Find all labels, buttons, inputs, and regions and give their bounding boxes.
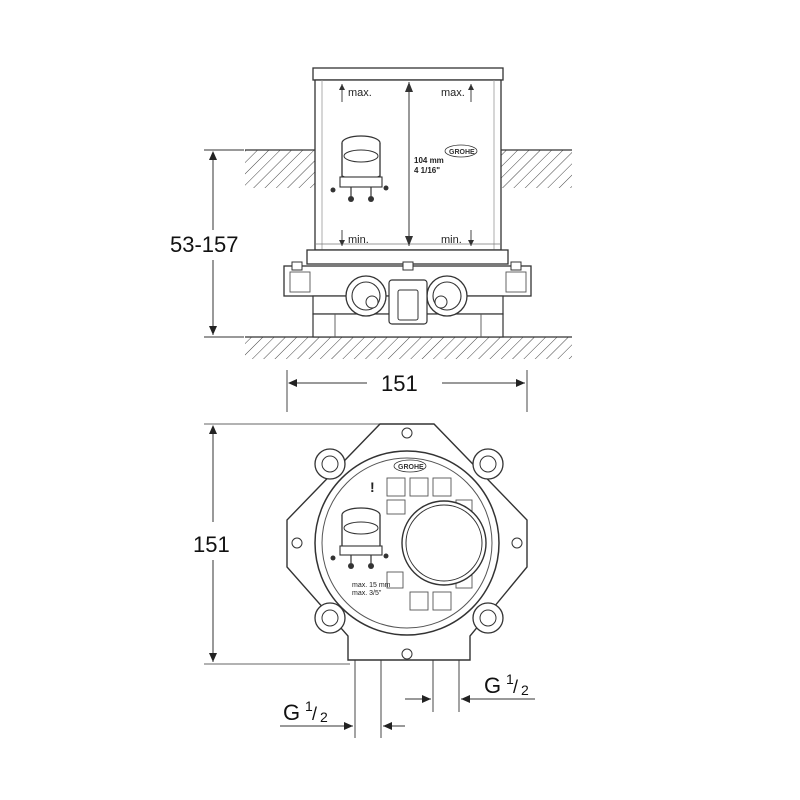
- top-view: 151 151: [193, 370, 528, 665]
- note-line-2: max. 3/5": [352, 590, 382, 597]
- installation-note: max. 15 mm max. 3/5": [352, 582, 391, 597]
- min-label-left: min.: [348, 234, 369, 246]
- grohe-logo-top: GROHE: [393, 459, 427, 473]
- port-dimensions: G 1 / 2 G 1 / 2: [280, 660, 535, 738]
- svg-text:2: 2: [521, 682, 529, 698]
- svg-text:GROHE: GROHE: [398, 464, 424, 471]
- svg-text:G: G: [484, 673, 501, 698]
- valve-icon-top: [330, 507, 389, 569]
- height-dimension-top: 151: [193, 423, 404, 665]
- svg-text:1: 1: [305, 698, 313, 714]
- svg-text:GROHE: GROHE: [449, 149, 475, 156]
- left-port-label: G 1 / 2: [283, 698, 328, 725]
- svg-text:1: 1: [506, 671, 514, 687]
- inner-dimension: 104 mm 4 1/16": [405, 82, 444, 246]
- svg-text:G: G: [283, 700, 300, 725]
- wall-hatch: [245, 149, 572, 188]
- height-dimension-side: 53-157: [170, 149, 244, 338]
- max-label-right: max.: [441, 87, 465, 99]
- floor-hatch: [245, 336, 572, 359]
- warning-icon: !: [370, 479, 375, 495]
- inner-dim-in: 4 1/16": [414, 166, 440, 175]
- valve-icon: [330, 135, 389, 202]
- grohe-logo-side: GROHE: [444, 144, 478, 158]
- inner-dim-mm: 104 mm: [414, 156, 444, 165]
- cartridge-circle: [401, 500, 487, 586]
- valve-base-side: [283, 249, 532, 338]
- note-line-1: max. 15 mm: [352, 582, 391, 589]
- svg-text:/: /: [312, 704, 317, 724]
- svg-text:!: !: [370, 479, 375, 495]
- height-label-top: 151: [193, 532, 230, 557]
- corner-lugs: [314, 448, 504, 634]
- min-label-right: min.: [441, 234, 462, 246]
- max-min-markers: max. max. min. min.: [339, 84, 474, 246]
- side-view: max. max. min. min. 104 mm 4 1/16" GROHE: [170, 67, 572, 359]
- right-port-label: G 1 / 2: [484, 671, 529, 698]
- svg-text:2: 2: [320, 709, 328, 725]
- svg-text:/: /: [513, 677, 518, 697]
- max-label-left: max.: [348, 87, 372, 99]
- height-range-label: 53-157: [170, 232, 239, 257]
- width-label: 151: [381, 371, 418, 396]
- width-dimension: 151: [286, 370, 528, 412]
